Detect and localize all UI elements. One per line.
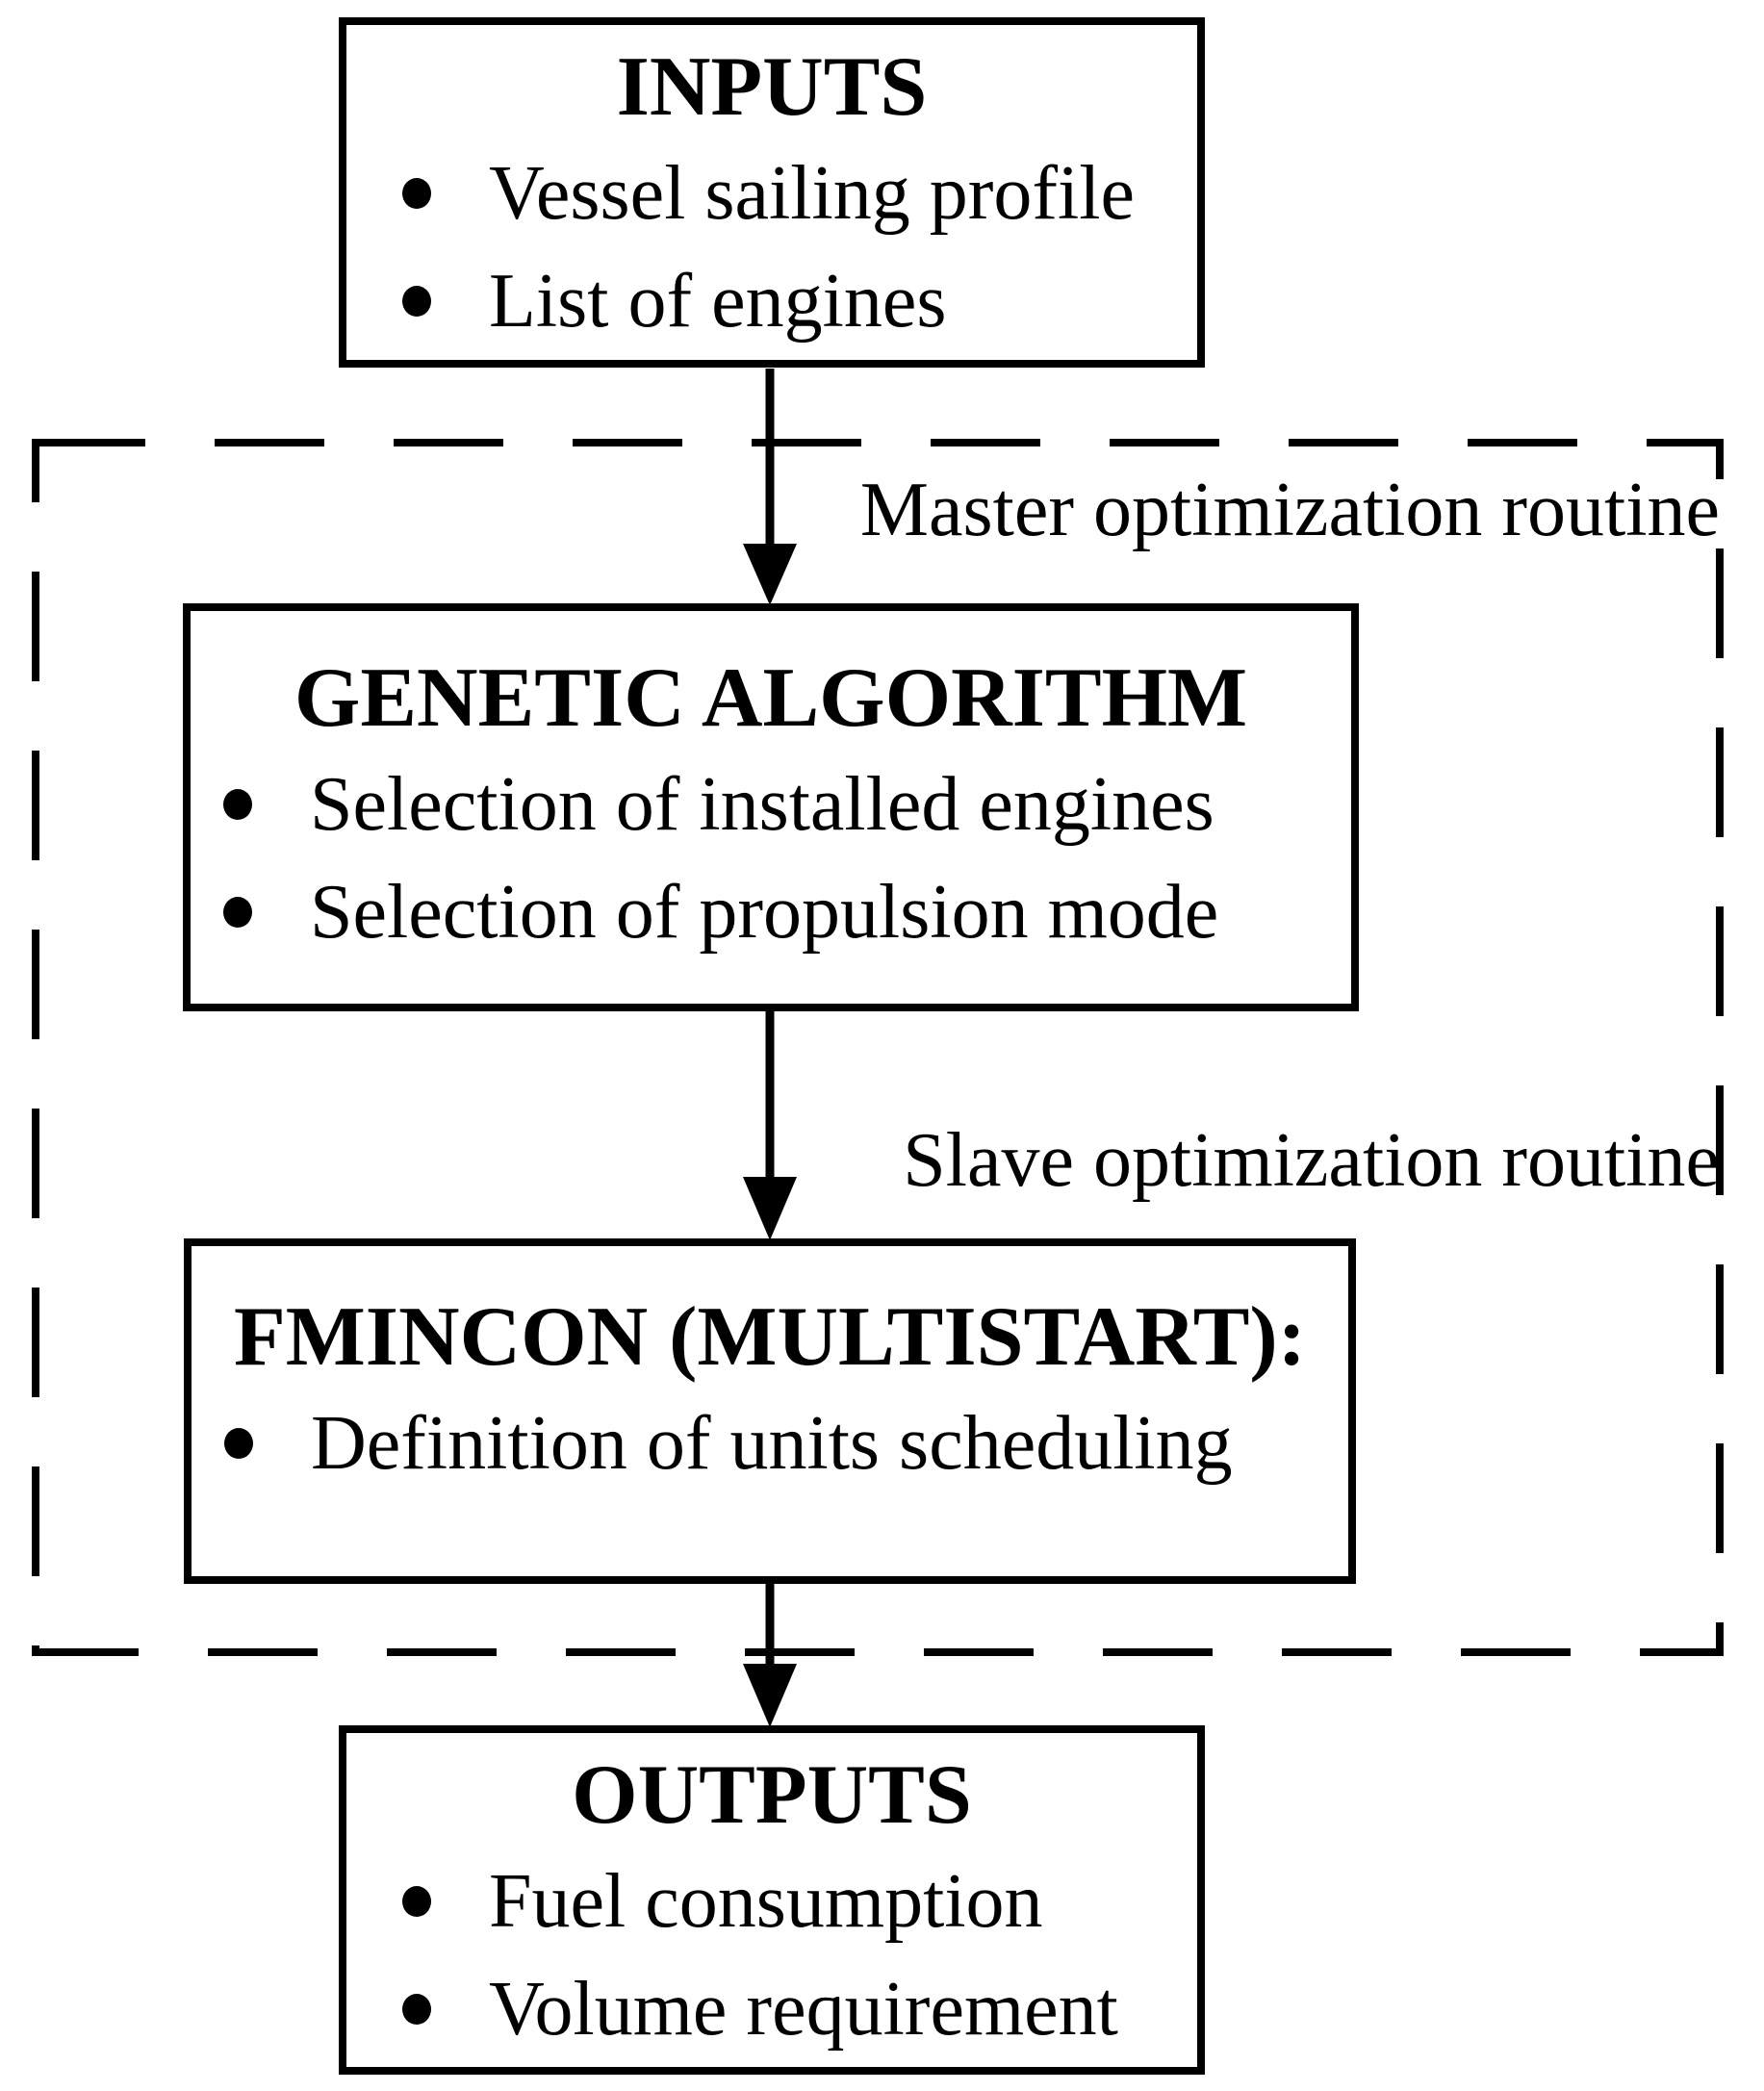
arrow-genetic-to-fmincon (743, 1009, 797, 1240)
genetic-algorithm-box: GENETIC ALGORITHM Selection of installed… (183, 603, 1359, 1011)
arrowhead-icon (743, 1177, 797, 1240)
master-routine-label: Master optimization routine (859, 468, 1720, 552)
list-item: Selection of installed engines (191, 751, 1351, 858)
fmincon-list: Definition of units scheduling (192, 1390, 1348, 1497)
list-item-text: List of engines (489, 259, 947, 344)
outputs-title: OUTPUTS (572, 1748, 972, 1842)
list-item: Selection of propulsion mode (191, 858, 1351, 966)
outputs-box: OUTPUTS Fuel consumption Volume requirem… (339, 1725, 1205, 2075)
list-item: List of engines (346, 247, 1197, 355)
genetic-algorithm-title: GENETIC ALGORITHM (294, 651, 1248, 745)
list-item-text: Fuel consumption (489, 1859, 1043, 1945)
slave-routine-label: Slave optimization routine (903, 1118, 1720, 1203)
bullet-icon (402, 1886, 431, 1918)
bullet-icon (224, 1428, 253, 1460)
inputs-box: INPUTS Vessel sailing profile List of en… (339, 17, 1205, 368)
bullet-icon (402, 178, 431, 210)
list-item: Volume requirement (346, 1955, 1197, 2063)
inputs-title: INPUTS (616, 40, 928, 134)
list-item-text: Selection of installed engines (310, 762, 1214, 848)
arrowhead-icon (743, 1664, 797, 1727)
list-item-text: Volume requirement (489, 1967, 1118, 2053)
list-item: Vessel sailing profile (346, 140, 1197, 247)
list-item-text: Definition of units scheduling (311, 1401, 1233, 1487)
inputs-list: Vessel sailing profile List of engines (346, 140, 1197, 355)
bullet-icon (402, 1994, 431, 2026)
fmincon-title: FMINCON (MULTISTART): (233, 1290, 1307, 1384)
outputs-list: Fuel consumption Volume requirement (346, 1848, 1197, 2063)
bullet-icon (223, 789, 252, 821)
list-item-text: Vessel sailing profile (489, 151, 1135, 237)
bullet-icon (402, 286, 431, 318)
genetic-algorithm-list: Selection of installed engines Selection… (191, 751, 1351, 966)
list-item: Definition of units scheduling (192, 1390, 1348, 1497)
bullet-icon (223, 897, 252, 929)
fmincon-box: FMINCON (MULTISTART): Definition of unit… (184, 1238, 1356, 1584)
arrowhead-icon (743, 544, 797, 605)
arrow-fmincon-to-outputs (743, 1582, 797, 1727)
list-item-text: Selection of propulsion mode (310, 870, 1219, 956)
list-item: Fuel consumption (346, 1848, 1197, 1955)
arrow-inputs-to-genetic (743, 369, 797, 605)
